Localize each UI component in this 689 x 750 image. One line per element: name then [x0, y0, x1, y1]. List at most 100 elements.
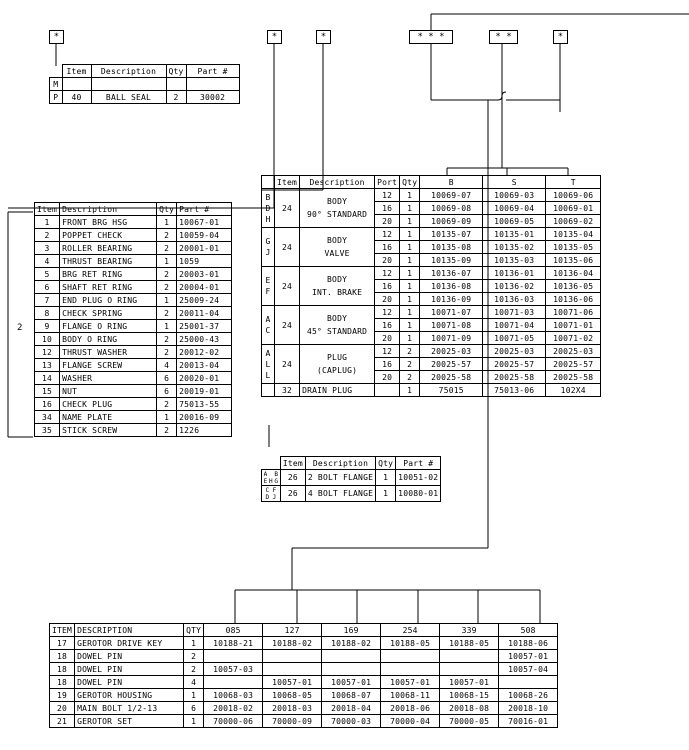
- flange-labels: C DF J: [261, 485, 281, 502]
- group-label: F: [265, 287, 271, 296]
- port-cell: 12: [374, 305, 401, 319]
- port-cell: 16: [374, 318, 401, 332]
- part-cell: 20018-08: [439, 701, 500, 715]
- header-cell: Qty: [375, 456, 397, 470]
- qty-cell: 2: [156, 423, 178, 437]
- part-cell: 10057-04: [498, 662, 559, 676]
- part-cell: 70000-05: [439, 714, 500, 728]
- group-label: J: [265, 248, 271, 257]
- part-cell: [203, 675, 264, 689]
- s-part-cell: 10069-04: [482, 201, 547, 215]
- header-cell: Item: [33, 202, 61, 216]
- table-header-row: ITEM DESCRIPTION QTY 085 127 169 254 339…: [48, 623, 559, 637]
- s-part-cell: 10069-05: [482, 214, 547, 228]
- header-cell: ITEM: [48, 623, 76, 637]
- header-cell: Part #: [395, 456, 442, 470]
- t-part-cell: 10071-06: [545, 305, 602, 319]
- row-label: P: [49, 90, 63, 104]
- item-cell: 18: [48, 662, 76, 676]
- port-cell: 16: [374, 279, 401, 293]
- qty-cell: 2: [156, 267, 178, 281]
- qty-cell: 2: [183, 649, 205, 663]
- part-cell: [262, 662, 323, 676]
- b-part-cell: 10136-08: [419, 279, 484, 293]
- part-cell: 20011-04: [176, 306, 233, 320]
- qty-cell: 2: [399, 357, 421, 371]
- part-cell: 20019-01: [176, 384, 233, 398]
- header-spacer: [261, 175, 275, 189]
- t-part-cell: 20025-57: [545, 357, 602, 371]
- s-part-cell: 10135-03: [482, 253, 547, 267]
- s-part-cell: 10136-03: [482, 292, 547, 306]
- description-line-2: (CAPLUG): [317, 366, 358, 375]
- gerotor-table: ITEM DESCRIPTION QTY 085 127 169 254 339…: [48, 623, 559, 728]
- header-cell: Item: [61, 64, 92, 78]
- header-cell: Description: [90, 64, 167, 78]
- group-label: L: [265, 359, 271, 369]
- qty-cell: 1: [399, 292, 421, 306]
- s-part-cell: 10135-01: [482, 227, 547, 241]
- header-cell: Part #: [185, 64, 240, 78]
- description-cell: BODY O RING: [59, 332, 158, 346]
- b-part-cell: 10135-07: [419, 227, 484, 241]
- part-cell: 20004-01: [176, 280, 233, 294]
- part-cell: 25000-43: [176, 332, 233, 346]
- header-cell: 169: [321, 623, 382, 637]
- part-cell: [321, 649, 382, 663]
- description-cell: THRUST WASHER: [59, 345, 158, 359]
- part-cell: [439, 662, 500, 676]
- flange-label-b: H: [269, 477, 273, 485]
- table-row: P 40 BALL SEAL 2 30002: [49, 90, 240, 104]
- port-cell: 20: [374, 253, 401, 267]
- part-cell: 20018-06: [380, 701, 441, 715]
- qty-cell: 6: [183, 701, 205, 715]
- qty-cell: 1: [375, 469, 397, 486]
- qty-cell: 1: [183, 636, 205, 650]
- qty-cell: 1: [399, 201, 421, 215]
- port-cell: 12: [374, 344, 401, 358]
- flange-label-c: F J: [272, 486, 277, 501]
- part-cell: 20003-01: [176, 267, 233, 281]
- b-part-cell: 10069-07: [419, 188, 484, 202]
- header-spacer: [50, 65, 63, 78]
- t-part-cell: 10071-01: [545, 318, 602, 332]
- part-cell: 10057-01: [262, 675, 323, 689]
- t-part-cell: 20025-03: [545, 344, 602, 358]
- item-cell: 20: [48, 701, 76, 715]
- b-part-cell: 10135-08: [419, 240, 484, 254]
- part-cell: 1226: [176, 423, 233, 437]
- table-header-row: Item Description Qty Part #: [50, 64, 240, 78]
- group-label: B: [265, 192, 271, 202]
- s-part-cell: 20025-03: [482, 344, 547, 358]
- part-cell: 10188-05: [439, 636, 500, 650]
- part-cell: [380, 649, 441, 663]
- qty-cell: 1: [156, 215, 178, 229]
- item-cell: 18: [48, 675, 76, 689]
- t-part-cell: 10069-01: [545, 201, 602, 215]
- description-line-2: 45° STANDARD: [306, 327, 368, 336]
- description-cell: ROLLER BEARING: [59, 241, 158, 255]
- flange-label-c: B G: [274, 470, 279, 485]
- description-cell: BALL SEAL: [90, 90, 167, 104]
- marker-gerotor: * * *: [409, 30, 453, 44]
- part-cell: 10068-26: [498, 688, 559, 702]
- marker-t-column: *: [553, 30, 568, 44]
- item-cell: 4: [33, 254, 61, 268]
